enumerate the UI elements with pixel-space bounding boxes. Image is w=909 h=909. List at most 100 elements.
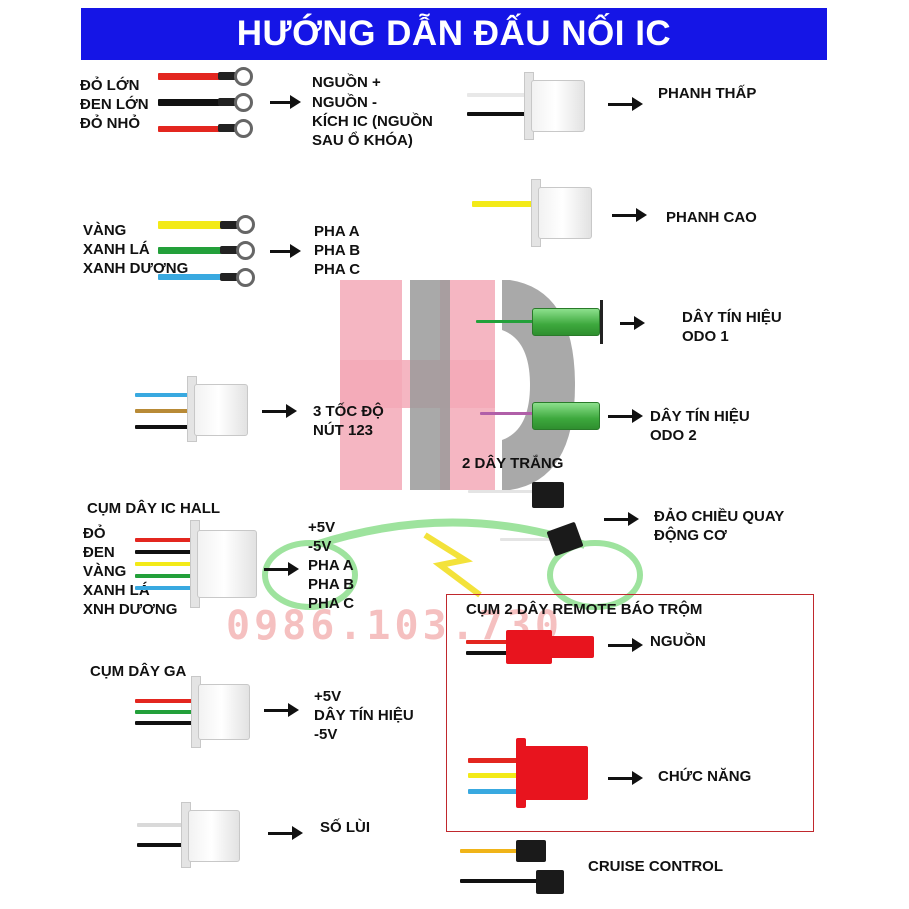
hall-wire-label-2: ĐEN xyxy=(83,544,115,561)
power-wire-label-3: ĐỎ NHỎ xyxy=(80,115,140,132)
reverse-wire-white xyxy=(137,823,183,827)
remote-box xyxy=(446,594,814,832)
brake-low-wire-black xyxy=(467,112,527,116)
remote-power-plug xyxy=(506,630,552,664)
phase-wire-label-2: XANH LÁ xyxy=(83,241,150,258)
hall-wire-label-3: VÀNG xyxy=(83,563,127,580)
brake-low-arrow-icon xyxy=(608,97,643,111)
power-target-4: SAU Ổ KHÓA) xyxy=(312,132,413,149)
hall-wire-label-1: ĐỎ xyxy=(83,525,106,542)
power-target-1: NGUỒN + xyxy=(312,74,381,91)
phase-wire-label-3: XANH DƯƠNG xyxy=(83,260,189,277)
throttle-title: CỤM DÂY GA xyxy=(90,663,187,680)
throttle-wire-black xyxy=(135,721,195,725)
hall-wire-label-4: XANH LÁ xyxy=(83,582,150,599)
reverse-connector xyxy=(188,810,240,862)
reverse-motor-plug-1 xyxy=(532,482,564,508)
hall-target-4: PHA B xyxy=(308,576,355,593)
odo2-wire-purple xyxy=(480,412,536,415)
power-wire-red-large xyxy=(158,73,220,80)
cruise-wire-black xyxy=(460,879,538,883)
hall-arrow-icon xyxy=(264,562,299,576)
reverse-motor-arrow-icon xyxy=(604,512,639,526)
hall-target-1: +5V xyxy=(308,519,336,536)
speed-wire-black xyxy=(135,425,193,429)
speed-wire-brown xyxy=(135,409,193,413)
hall-title: CỤM DÂY IC HALL xyxy=(87,500,221,517)
throttle-arrow-icon xyxy=(264,703,299,717)
throttle-target-2: DÂY TÍN HIỆU xyxy=(314,707,414,724)
phase-ring-3-icon xyxy=(236,268,255,287)
brake-low-connector xyxy=(531,80,585,132)
brake-high-arrow-icon xyxy=(612,208,647,222)
brake-low-target: PHANH THẤP xyxy=(658,85,757,102)
power-crimp-2 xyxy=(218,98,236,106)
hall-wire-yellow xyxy=(135,562,195,566)
hall-wire-blue xyxy=(135,586,195,590)
phase-wire-yellow xyxy=(158,221,222,229)
phase-target-1: PHA A xyxy=(314,223,360,240)
power-wire-label-1: ĐỎ LỚN xyxy=(80,77,140,94)
remote-function-plug-flange xyxy=(516,738,526,808)
odo1-target-2: ODO 1 xyxy=(682,328,729,345)
hall-connector xyxy=(197,530,257,598)
power-crimp-1 xyxy=(218,72,236,80)
remote-function-arrow-icon xyxy=(608,771,643,785)
odo1-bracket xyxy=(600,300,603,344)
phase-wire-blue xyxy=(158,274,222,280)
reverse-motor-wire-2 xyxy=(500,538,550,541)
hall-target-2: -5V xyxy=(308,538,332,555)
motorbike-icon xyxy=(262,518,643,610)
remote-function-plug xyxy=(524,746,588,800)
odo2-arrow-icon xyxy=(608,409,643,423)
phase-ring-2-icon xyxy=(236,241,255,260)
reverse-motor-wire-1 xyxy=(468,490,534,493)
power-crimp-3 xyxy=(218,124,236,132)
remote-power-wire-black xyxy=(466,651,508,655)
phase-crimp-2 xyxy=(220,246,238,254)
cruise-plug-2 xyxy=(536,870,564,894)
power-target-2: NGUỒN - xyxy=(312,94,377,111)
brake-high-target: PHANH CAO xyxy=(666,209,757,226)
hall-wire-black xyxy=(135,550,195,554)
odo1-wire-green xyxy=(476,320,536,323)
speed-target-1: 3 TỐC ĐỘ xyxy=(313,403,384,420)
hall-wire-label-5: XNH DƯƠNG xyxy=(83,601,178,618)
phase-target-3: PHA C xyxy=(314,261,361,278)
power-ring-3-icon xyxy=(234,119,253,138)
brake-high-wire-yellow xyxy=(472,201,534,207)
throttle-target-1: +5V xyxy=(314,688,342,705)
power-arrow-icon xyxy=(270,95,301,109)
throttle-wire-green xyxy=(135,710,195,714)
remote-power-wire-red xyxy=(466,640,508,644)
phase-wire-label-1: VÀNG xyxy=(83,222,127,239)
cruise-wire-yellow xyxy=(460,849,518,853)
reverse-motor-target-2: ĐỘNG CƠ xyxy=(654,527,727,544)
throttle-connector xyxy=(198,684,250,740)
odo2-terminal xyxy=(532,402,600,430)
speed-arrow-icon xyxy=(262,404,297,418)
phase-crimp-1 xyxy=(220,221,238,229)
odo1-arrow-icon xyxy=(620,316,645,330)
reverse-motor-target-1: ĐẢO CHIỀU QUAY xyxy=(654,508,785,525)
reverse-motor-title: 2 DÂY TRẮNG xyxy=(462,455,564,472)
page-title: HƯỚNG DẪN ĐẤU NỐI IC xyxy=(81,8,827,60)
phase-target-2: PHA B xyxy=(314,242,361,259)
reverse-target: SỐ LÙI xyxy=(320,819,371,836)
throttle-wire-red xyxy=(135,699,195,703)
odo2-target-1: DÂY TÍN HIỆU xyxy=(650,408,750,425)
brake-high-connector xyxy=(538,187,592,239)
speed-connector xyxy=(194,384,248,436)
odo1-terminal xyxy=(532,308,600,336)
odo2-target-2: ODO 2 xyxy=(650,427,697,444)
remote-power-arrow-icon xyxy=(608,638,643,652)
reverse-arrow-icon xyxy=(268,826,303,840)
power-target-3: KÍCH IC (NGUỒN xyxy=(312,113,433,130)
speed-target-2: NÚT 123 xyxy=(313,422,374,439)
reverse-wire-black xyxy=(137,843,183,847)
power-wire-red-small xyxy=(158,126,220,132)
phase-crimp-3 xyxy=(220,273,238,281)
remote-function-wire-yellow xyxy=(468,773,520,778)
power-ring-1-icon xyxy=(234,67,253,86)
phase-arrow-icon xyxy=(270,244,301,258)
